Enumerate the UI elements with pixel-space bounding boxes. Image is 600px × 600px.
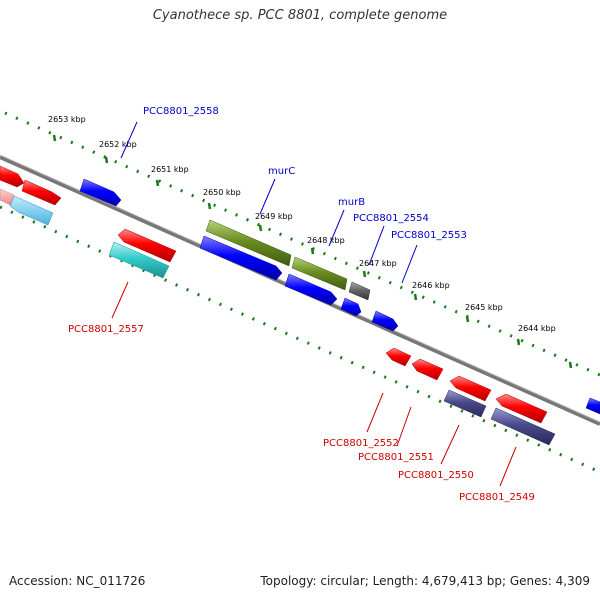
reverse-genes (0, 188, 556, 446)
gene-label[interactable]: PCC8801_2552 (323, 438, 399, 449)
genome-summary-text: Topology: circular; Length: 4,679,413 bp… (260, 574, 590, 588)
gene-block-gray[interactable] (348, 281, 371, 301)
gene-block-red[interactable] (117, 228, 177, 263)
gene-label[interactable]: PCC8801_2549 (459, 492, 535, 503)
leader-line (440, 424, 460, 465)
gene-block-blue[interactable] (340, 297, 362, 317)
gene-label[interactable]: murB (338, 197, 365, 208)
gene-block-pink[interactable] (0, 188, 15, 206)
page-title: Cyanothece sp. PCC 8801, complete genome (152, 8, 448, 23)
tick-label: 2645 kbp (465, 303, 503, 312)
gene-block-red[interactable] (495, 393, 548, 424)
gene-label[interactable]: PCC8801_2551 (358, 452, 434, 463)
leader-line (368, 225, 385, 266)
gene-block-red[interactable] (0, 165, 25, 188)
leader-line (366, 392, 384, 433)
leader-line (401, 244, 418, 284)
leader-line (499, 446, 517, 487)
gene-block-cyan[interactable] (108, 241, 170, 279)
gene-label[interactable]: murC (268, 166, 295, 177)
inner-dotted-ring (0, 205, 600, 474)
gene-label[interactable]: PCC8801_2558 (143, 106, 219, 117)
gene-block-red[interactable] (21, 179, 62, 206)
tick-label: 2651 kbp (151, 165, 189, 174)
gene-label[interactable]: PCC8801_2553 (391, 230, 467, 241)
gene-block-blue[interactable] (371, 310, 399, 332)
gene-block-blue[interactable] (199, 235, 283, 281)
leader-line (259, 178, 276, 215)
tick-label: 2648 kbp (307, 236, 345, 245)
leader-line (396, 406, 412, 447)
gene-block-red[interactable] (449, 375, 492, 402)
gene-block-blue[interactable] (79, 178, 122, 207)
outer-dotted-ring (4, 111, 600, 377)
tick-label: 2647 kbp (359, 259, 397, 268)
gene-block-olive[interactable] (205, 219, 292, 267)
tick-label: 2652 kbp (99, 140, 137, 149)
gene-block-blue[interactable] (585, 397, 600, 415)
accession-text: Accession: NC_011726 (9, 574, 146, 588)
gene-block-cyan[interactable] (9, 195, 54, 226)
gene-label[interactable]: PCC8801_2550 (398, 470, 474, 481)
tick-label: 2653 kbp (48, 115, 86, 124)
tick-label: 2644 kbp (518, 324, 556, 333)
tick-label: 2650 kbp (203, 188, 241, 197)
gene-block-slate[interactable] (490, 407, 556, 446)
gene-block-slate[interactable] (443, 389, 487, 418)
leader-line (328, 209, 345, 247)
gene-block-blue[interactable] (284, 273, 338, 306)
tick-marks (52, 134, 573, 369)
tick-label: 2646 kbp (412, 281, 450, 290)
gene-block-olive[interactable] (291, 256, 348, 291)
tick-label: 2649 kbp (255, 212, 293, 221)
forward-genes (0, 165, 600, 415)
gene-block-red[interactable] (411, 358, 444, 381)
gene-block-red[interactable] (385, 347, 412, 367)
leader-line (111, 281, 129, 319)
gene-label[interactable]: PCC8801_2557 (68, 324, 144, 335)
gene-label[interactable]: PCC8801_2554 (353, 213, 429, 224)
leader-line (120, 121, 138, 159)
